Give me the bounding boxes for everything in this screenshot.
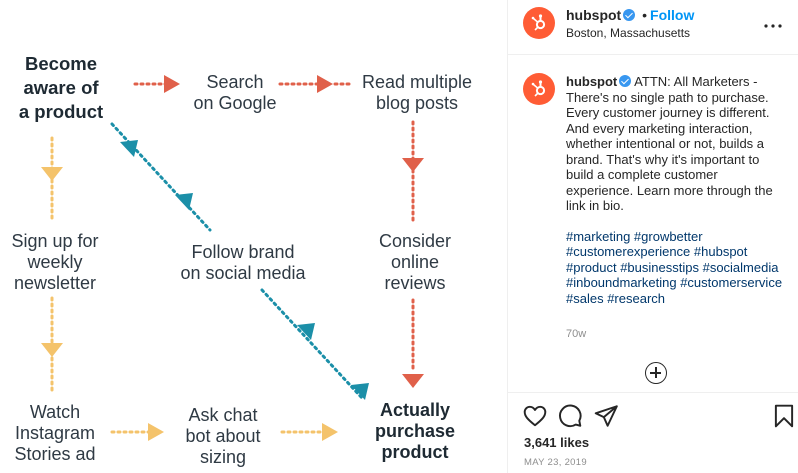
username[interactable]: hubspot xyxy=(566,7,622,23)
arrow-head-red xyxy=(317,75,333,93)
avatar[interactable] xyxy=(523,7,555,39)
caption-username[interactable]: hubspot xyxy=(566,74,618,89)
heart-icon[interactable] xyxy=(522,403,548,429)
hubspot-logo-icon xyxy=(531,14,546,31)
caption-time: 70w xyxy=(566,328,587,340)
post-sidebar: hubspot •Follow Boston, Massachusetts hu… xyxy=(507,0,798,473)
likes-count[interactable]: 3,641 likes xyxy=(524,435,590,450)
node-ask-chatbot: Ask chat bot about sizing xyxy=(185,405,261,467)
node-search-google: Search on Google xyxy=(193,72,277,113)
node-follow-brand: Follow brand on social media xyxy=(180,242,306,283)
node-sign-up: Sign up for weekly newsletter xyxy=(11,231,99,293)
bookmark-icon[interactable] xyxy=(771,403,797,429)
node-purchase: Actually purchase product xyxy=(374,400,456,462)
hubspot-logo-icon xyxy=(531,80,546,97)
share-icon[interactable] xyxy=(593,403,619,429)
avatar[interactable] xyxy=(523,73,555,105)
arrow-head-teal xyxy=(175,193,193,210)
load-more-comments-icon[interactable] xyxy=(645,362,667,384)
arrow-head-yellow xyxy=(41,343,63,357)
post-date: MAY 23, 2019 xyxy=(524,457,587,468)
arrow-head-teal xyxy=(120,140,138,157)
node-watch-stories: Watch Instagram Stories ad xyxy=(14,402,96,464)
arrow-head-teal xyxy=(351,383,369,400)
arrow-head-teal xyxy=(297,323,315,340)
arrow-follow-purchase xyxy=(260,288,364,400)
arrow-head-yellow xyxy=(148,423,164,441)
node-consider-reviews: Consider online reviews xyxy=(378,231,452,293)
comment-icon[interactable] xyxy=(557,403,583,429)
journey-diagram: .r { stroke: #e0604a; stroke-width: 3; s… xyxy=(41,75,424,441)
caption-section: hubspot ATTN: All Marketers - There's no… xyxy=(508,56,798,396)
separator-dot: • xyxy=(642,7,648,23)
arrow-head-red xyxy=(164,75,180,93)
verified-badge-icon xyxy=(619,75,632,87)
arrow-head-red xyxy=(402,158,424,172)
follow-button[interactable]: Follow xyxy=(650,7,695,23)
arrow-head-yellow xyxy=(322,423,338,441)
caption: hubspot ATTN: All Marketers - There's no… xyxy=(566,74,788,306)
node-read-blog: Read multiple blog posts xyxy=(361,72,473,113)
arrow-head-red xyxy=(402,374,424,388)
node-become-aware: Become aware of a product xyxy=(18,53,104,122)
post-image[interactable]: .r { stroke: #e0604a; stroke-width: 3; s… xyxy=(0,0,507,473)
hashtags[interactable]: #marketing #growbetter #customerexperien… xyxy=(566,228,783,306)
caption-text: ATTN: All Marketers - There's no single … xyxy=(566,74,773,213)
post-actions: 3,641 likes MAY 23, 2019 xyxy=(508,392,798,473)
location-link[interactable]: Boston, Massachusetts xyxy=(566,26,691,40)
post-header: hubspot •Follow Boston, Massachusetts xyxy=(508,0,798,55)
verified-badge-icon xyxy=(623,9,636,21)
more-options-icon[interactable] xyxy=(761,14,785,38)
arrow-head-yellow xyxy=(41,167,63,181)
arrow-aware-follow xyxy=(110,122,212,232)
